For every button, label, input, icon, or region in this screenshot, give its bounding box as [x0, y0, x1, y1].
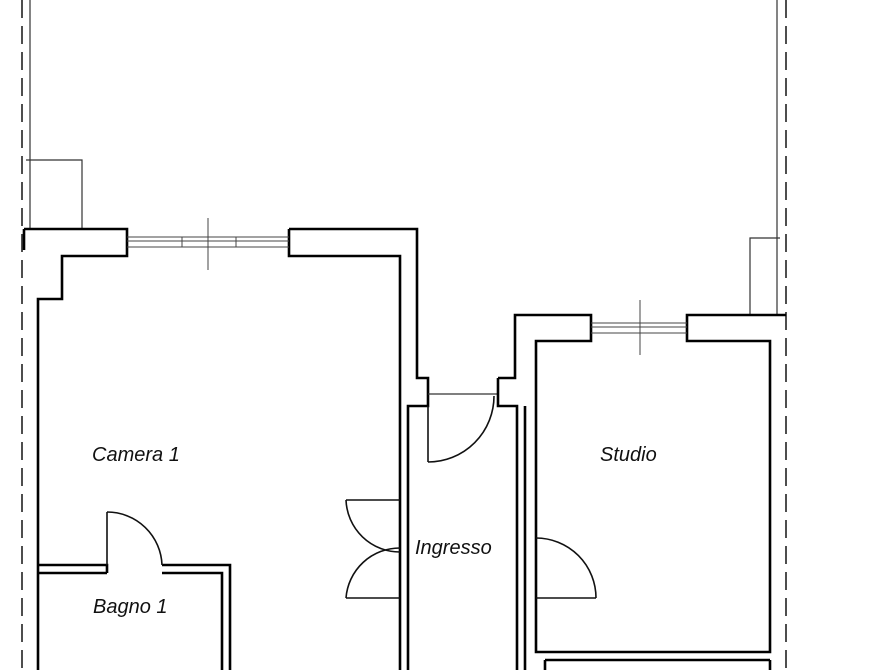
walls-camera-1 — [22, 227, 430, 670]
window-camera-1 — [127, 218, 289, 270]
room-label-studio: Studio — [600, 444, 657, 466]
door-studio — [535, 537, 597, 599]
door-entrance — [427, 395, 495, 463]
room-label-camera-1: Camera 1 — [92, 444, 180, 466]
room-label-bagno-1: Bagno 1 — [93, 596, 168, 618]
door-camera-1 — [345, 499, 401, 553]
walls-studio — [498, 313, 786, 670]
terrace-outline — [26, 0, 780, 315]
walls-ingresso — [428, 378, 527, 670]
door-bagno-1 — [106, 511, 163, 566]
property-boundary — [21, 0, 787, 670]
room-label-ingresso: Ingresso — [415, 537, 492, 559]
door-ingresso-lower-left — [345, 547, 401, 599]
window-studio — [591, 300, 687, 355]
